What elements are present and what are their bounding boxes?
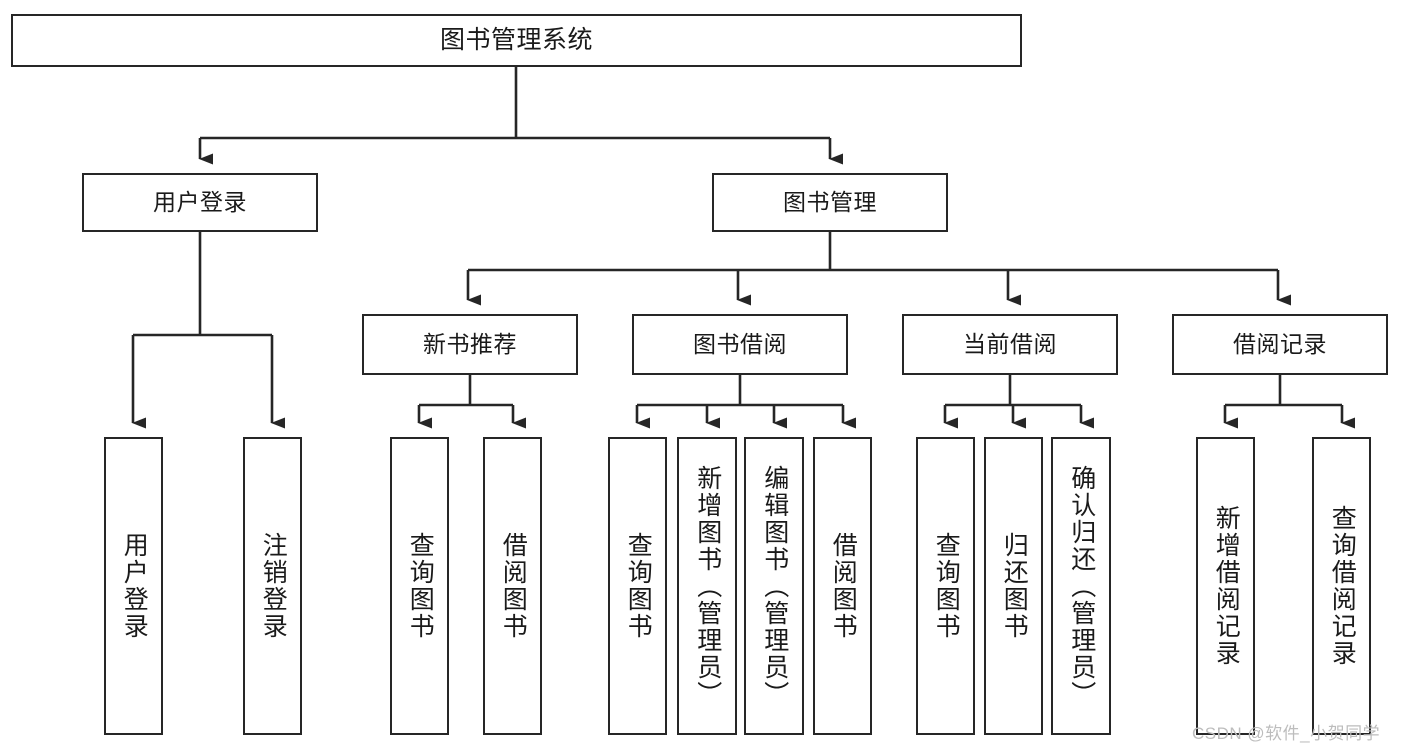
node-label: 新书推荐 (423, 331, 517, 358)
node-new-book-recommend[interactable]: 新书推荐 (362, 314, 578, 375)
node-book-borrow[interactable]: 图书借阅 (632, 314, 848, 375)
node-leaf-query-book-current[interactable]: 查询图书 (916, 437, 975, 735)
node-label: 借阅图书 (499, 532, 528, 640)
edge-borrow-record-to-leaves (1223, 375, 1355, 429)
node-label: 编辑图书（管理员） (760, 464, 789, 708)
node-leaf-query-book-recommend[interactable]: 查询图书 (390, 437, 449, 735)
node-borrow-record[interactable]: 借阅记录 (1172, 314, 1388, 375)
node-label: 新增借阅记录 (1212, 505, 1241, 667)
node-label: 注销登录 (259, 532, 288, 640)
node-label: 查询图书 (932, 532, 961, 640)
node-label: 当前借阅 (963, 331, 1057, 358)
node-leaf-query-book-borrow[interactable]: 查询图书 (608, 437, 667, 735)
node-leaf-user-login[interactable]: 用户登录 (104, 437, 163, 735)
node-label: 新增图书（管理员） (693, 464, 722, 708)
node-label: 图书管理系统 (439, 26, 593, 55)
node-label: 归还图书 (1000, 532, 1029, 640)
node-user-login[interactable]: 用户登录 (82, 173, 318, 232)
edge-book-manage-to-level3 (466, 232, 1291, 306)
node-label: 查询图书 (406, 532, 435, 640)
node-leaf-query-borrow-record[interactable]: 查询借阅记录 (1312, 437, 1371, 735)
node-leaf-edit-book-admin[interactable]: 编辑图书（管理员） (744, 437, 804, 735)
node-leaf-confirm-return-admin[interactable]: 确认归还（管理员） (1051, 437, 1111, 735)
edge-new-book-rec-to-leaves (417, 375, 526, 429)
node-leaf-borrow-book-recommend[interactable]: 借阅图书 (483, 437, 542, 735)
node-leaf-add-borrow-record[interactable]: 新增借阅记录 (1196, 437, 1255, 735)
node-label: 用户登录 (120, 532, 149, 640)
csdn-watermark: CSDN @软件_小贺同学 (1192, 724, 1381, 743)
node-book-management-system[interactable]: 图书管理系统 (11, 14, 1022, 67)
node-book-manage[interactable]: 图书管理 (712, 173, 948, 232)
edge-current-borrow-to-leaves (943, 375, 1094, 429)
node-label: 借阅记录 (1233, 331, 1327, 358)
node-label: 查询图书 (624, 532, 653, 640)
node-label: 图书管理 (783, 189, 877, 216)
node-leaf-return-book[interactable]: 归还图书 (984, 437, 1043, 735)
edge-user-login-to-leaves (131, 232, 285, 429)
node-leaf-borrow-book[interactable]: 借阅图书 (813, 437, 872, 735)
edge-root-to-level2 (198, 67, 843, 165)
node-label: 图书借阅 (693, 331, 787, 358)
node-label: 查询借阅记录 (1328, 505, 1357, 667)
node-label: 借阅图书 (829, 532, 858, 640)
edge-book-borrow-to-leaves (635, 375, 856, 429)
node-leaf-user-logout[interactable]: 注销登录 (243, 437, 302, 735)
node-current-borrow[interactable]: 当前借阅 (902, 314, 1118, 375)
node-label: 用户登录 (153, 189, 247, 216)
node-leaf-add-book-admin[interactable]: 新增图书（管理员） (677, 437, 737, 735)
node-label: 确认归还（管理员） (1067, 464, 1096, 708)
